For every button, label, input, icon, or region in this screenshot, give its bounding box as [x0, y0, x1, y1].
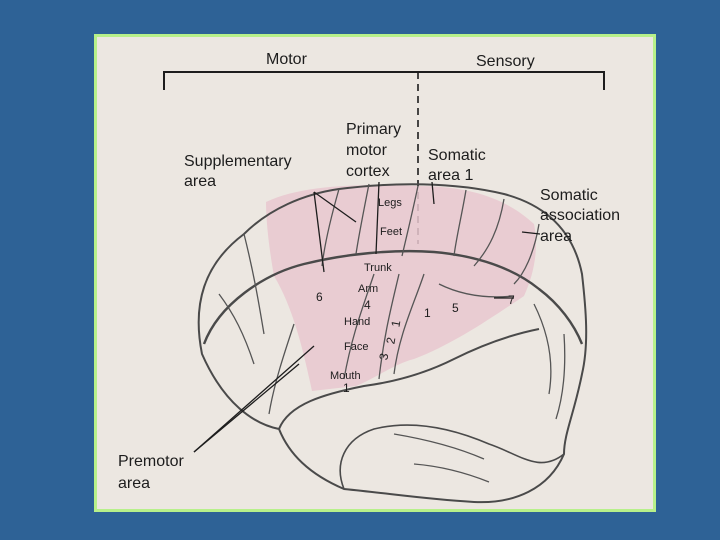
- primary-motor-cortex-line-1: Primary: [346, 121, 401, 138]
- brain-outline: [197, 183, 588, 504]
- hand-label: Hand: [344, 316, 370, 328]
- area-7-label: 7: [508, 293, 515, 307]
- area-3-label: 3: [376, 352, 391, 361]
- diagram-frame: Motor Sensory Primary motor cortex Suppl…: [94, 34, 656, 512]
- sensory-label: Sensory: [476, 53, 535, 70]
- primary-motor-cortex-line-2: motor: [346, 142, 388, 159]
- area-1-label: 1: [388, 319, 403, 328]
- premotor-area-line-1: Premotor: [118, 453, 184, 470]
- motor-label: Motor: [266, 51, 308, 68]
- somatic-association-line-2: association: [540, 207, 620, 224]
- area-4-label: 4: [364, 298, 371, 312]
- legs-label: Legs: [378, 197, 402, 209]
- somatic-association-line-1: Somatic: [540, 187, 598, 204]
- face-label: Face: [344, 341, 368, 353]
- supplementary-area-line-1: Supplementary: [184, 153, 292, 170]
- leader-lines: [193, 181, 541, 453]
- arm-label: Arm: [358, 283, 378, 295]
- feet-label: Feet: [380, 226, 402, 238]
- area-1-bottom-label: 1: [343, 381, 350, 395]
- premotor-area-line-2: area: [118, 475, 150, 492]
- trunk-label: Trunk: [364, 262, 392, 274]
- somatic-area-1-line-1: Somatic: [428, 147, 486, 164]
- area-6-label: 6: [316, 290, 323, 304]
- primary-motor-cortex-label: Primary motor cortex: [346, 121, 406, 180]
- somatic-association-line-3: area: [540, 228, 572, 245]
- primary-motor-cortex-line-3: cortex: [346, 163, 390, 180]
- brain-diagram: Motor Sensory Primary motor cortex Suppl…: [118, 51, 625, 504]
- brain-sulci: [218, 183, 566, 483]
- supplementary-area-line-2: area: [184, 173, 216, 190]
- somatic-association-area-label: Somatic association area: [540, 187, 625, 245]
- area-2-label: 2: [383, 336, 398, 345]
- mouth-label: Mouth: [330, 370, 361, 382]
- somatic-area-1-label: Somatic area 1: [428, 147, 490, 184]
- motor-sensory-bracket: [163, 71, 605, 90]
- premotor-area-label: Premotor area: [118, 453, 188, 492]
- somatic-area-1-line-2: area 1: [428, 167, 473, 184]
- supplementary-area-label: Supplementary area: [184, 153, 296, 190]
- area-1b-label: 1: [424, 306, 431, 320]
- area-5-label: 5: [452, 301, 459, 315]
- motor-sensory-band: [266, 185, 536, 391]
